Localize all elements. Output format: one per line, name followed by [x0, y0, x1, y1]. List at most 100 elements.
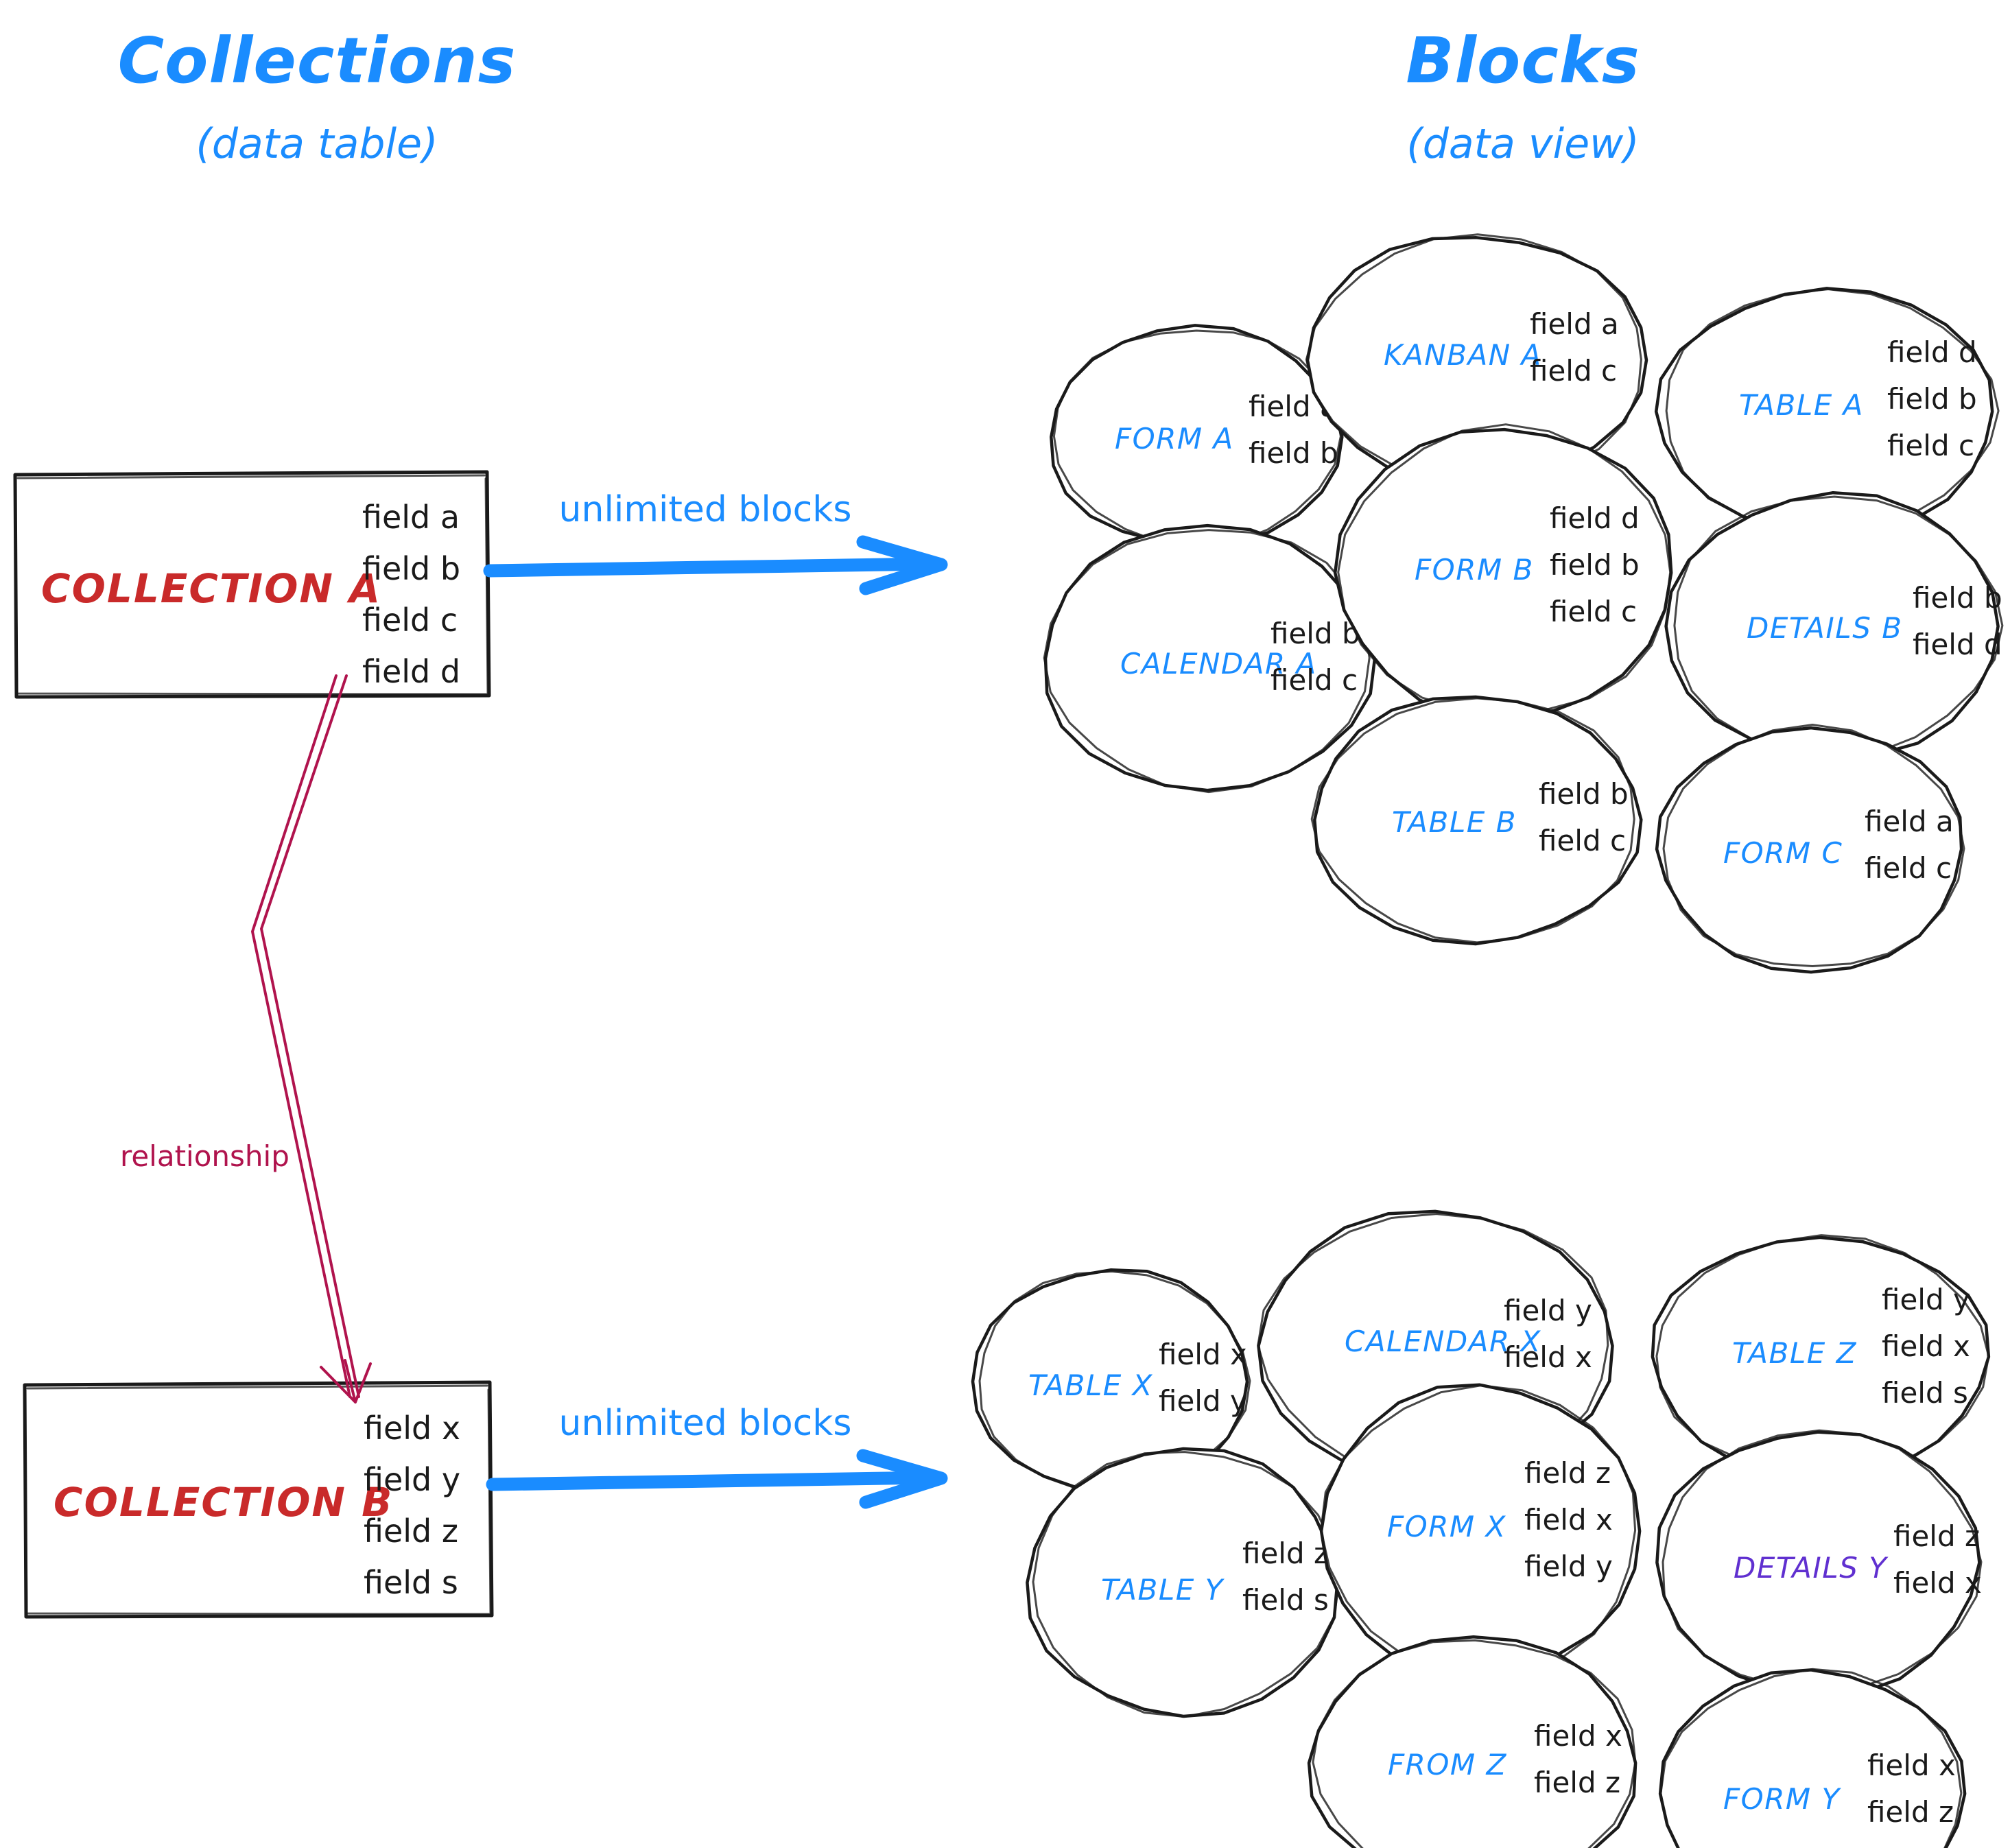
- block-ellipse-outline: [1307, 1635, 1637, 1848]
- block-name-label: KANBAN A: [1384, 338, 1542, 372]
- block-ellipse-outline: [1313, 695, 1643, 946]
- block-field: field z: [1867, 1795, 1954, 1829]
- block-field: field b: [1550, 548, 1640, 582]
- block-name-label: CALENDAR X: [1345, 1325, 1541, 1358]
- block-ellipse-outline-sketch: [1337, 423, 1672, 714]
- unlimited-blocks-arrow-a-shaft: [483, 557, 938, 578]
- relationship-arrowhead: [320, 1359, 372, 1403]
- block-field: field x: [1524, 1503, 1613, 1537]
- collection-a-box[interactable]: COLLECTION A field a field b field c fie…: [13, 470, 491, 699]
- block-ellipse-outline-sketch: [1312, 1639, 1637, 1848]
- block-name-label: FORM A: [1115, 422, 1234, 455]
- block-field: field c: [1539, 824, 1626, 857]
- block-name-label: TABLE A: [1739, 388, 1864, 422]
- block-field: field c: [1270, 663, 1358, 697]
- block-field: field c: [1550, 595, 1637, 628]
- unlimited-blocks-arrow-b-shaft: [486, 1471, 938, 1491]
- block-ellipse-outline-sketch: [1043, 529, 1371, 794]
- block-ellipse-outline: [1026, 1447, 1339, 1718]
- block-name-label: FORM B: [1415, 553, 1534, 587]
- block-ellipse-outline-sketch: [1659, 1668, 1963, 1848]
- block-name-label: FORM X: [1387, 1510, 1506, 1543]
- unlimited-blocks-arrow-b-head: [856, 1449, 948, 1509]
- unlimited-blocks-label-a: unlimited blocks: [559, 489, 852, 530]
- collection-a-field-1: field b: [362, 550, 460, 587]
- block-table-b[interactable]: TABLE B field b field c: [1310, 695, 1643, 946]
- block-field: field d: [1887, 335, 1977, 369]
- block-field: field z: [1893, 1519, 1980, 1553]
- collection-a-name: COLLECTION A: [41, 565, 381, 612]
- block-field: field b: [1249, 436, 1338, 470]
- collections-title: Collections: [118, 24, 517, 97]
- relationship-label: relationship: [120, 1139, 289, 1173]
- block-name-label: TABLE X: [1028, 1369, 1153, 1402]
- block-form-y[interactable]: FORM Y field x field z: [1658, 1668, 1967, 1848]
- unlimited-blocks-label-b: unlimited blocks: [559, 1403, 852, 1444]
- block-field: field x: [1504, 1340, 1592, 1374]
- block-field: field x: [1159, 1338, 1247, 1371]
- collection-a-field-2: field c: [362, 602, 458, 639]
- collection-a-outline-sketch: [14, 474, 489, 696]
- block-field: field x: [1867, 1749, 1956, 1782]
- block-ellipse-outline: [1664, 490, 2000, 758]
- block-name-label: DETAILS Y: [1734, 1551, 1889, 1585]
- block-ellipse-outline: [1655, 1430, 1981, 1697]
- block-field: field d: [1550, 501, 1640, 535]
- collection-a-field-0: field a: [362, 499, 460, 536]
- block-ellipse-outline-sketch: [1662, 724, 1965, 967]
- block-field: field b: [1887, 382, 1977, 416]
- block-name-label: TABLE Z: [1732, 1336, 1857, 1370]
- block-field: field y: [1524, 1550, 1613, 1583]
- block-name-label: TABLE B: [1392, 805, 1517, 839]
- block-field: field x: [1534, 1719, 1622, 1753]
- block-form-b[interactable]: FORM B field d field b field c: [1333, 423, 1673, 722]
- block-field: field d: [1913, 628, 2002, 661]
- block-name-label: FORM Y: [1723, 1782, 1841, 1816]
- block-ellipse-outline-sketch: [1310, 697, 1635, 944]
- block-field: field y: [1159, 1384, 1247, 1418]
- block-name-label: FORM C: [1723, 836, 1843, 870]
- block-field: field b: [1270, 617, 1360, 650]
- block-field: field y: [1882, 1283, 1970, 1316]
- block-field: field b: [1539, 777, 1629, 811]
- block-field: field c: [1530, 354, 1617, 388]
- block-field: field x: [1882, 1329, 1970, 1363]
- collection-b-outline-sketch: [23, 1384, 492, 1615]
- block-name-label: FROM Z: [1388, 1748, 1507, 1781]
- block-field: field c: [1865, 851, 1952, 885]
- collections-subtitle: (data table): [196, 120, 438, 168]
- block-field: field z: [1242, 1537, 1329, 1570]
- block-field: field z: [1534, 1766, 1620, 1799]
- collection-b-field-1: field y: [364, 1461, 460, 1498]
- block-ellipse-outline: [1655, 726, 1963, 974]
- unlimited-blocks-arrow-a-head: [856, 535, 948, 595]
- relationship-line-1: [251, 674, 351, 1398]
- blocks-title: Blocks: [1406, 24, 1640, 97]
- block-field: field s: [1242, 1583, 1329, 1617]
- unlimited-blocks-arrow-a[interactable]: unlimited blocks: [483, 489, 948, 595]
- relationship-connector[interactable]: relationship: [120, 674, 372, 1403]
- collection-b-name: COLLECTION B: [54, 1479, 393, 1526]
- block-field: field a: [1530, 307, 1619, 341]
- block-ellipse-outline-sketch: [1673, 495, 2004, 759]
- header-collections: Collections (data table): [118, 24, 517, 168]
- block-field: field y: [1504, 1294, 1592, 1327]
- collection-b-box[interactable]: COLLECTION B field x field y field z fie…: [23, 1380, 494, 1619]
- collection-a-field-3: field d: [362, 653, 460, 690]
- unlimited-blocks-arrow-b[interactable]: unlimited blocks: [486, 1403, 948, 1509]
- block-from-z[interactable]: FROM Z field x field z: [1307, 1635, 1637, 1848]
